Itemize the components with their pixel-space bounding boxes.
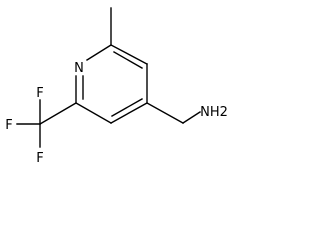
fluorine-bottom-label: F <box>36 151 43 166</box>
bond-c4-ch2 <box>146 102 184 124</box>
fluorine-top-label: F <box>36 86 43 101</box>
bond-c4-c5-inner <box>111 98 143 117</box>
bond-c2-c3 <box>110 44 148 65</box>
ring-nitrogen-label: N <box>74 61 84 76</box>
bond-ch2-nh2 <box>182 111 201 124</box>
atom-labels-group: N NH2 F F F <box>5 61 228 166</box>
bonds-group <box>16 7 201 148</box>
molecule-structure-svg: N NH2 F F F <box>5 7 228 166</box>
bond-c6-cf3 <box>39 102 77 125</box>
fluorine-left-label: F <box>5 118 12 133</box>
bond-c5-c6 <box>75 102 112 124</box>
amine-label: NH2 <box>200 105 228 120</box>
molecule-diagram: N NH2 F F F <box>5 7 228 166</box>
bond-c4-c5 <box>110 102 148 124</box>
bond-c2-c3-inner <box>113 51 143 69</box>
bond-c2-n1 <box>86 44 112 61</box>
